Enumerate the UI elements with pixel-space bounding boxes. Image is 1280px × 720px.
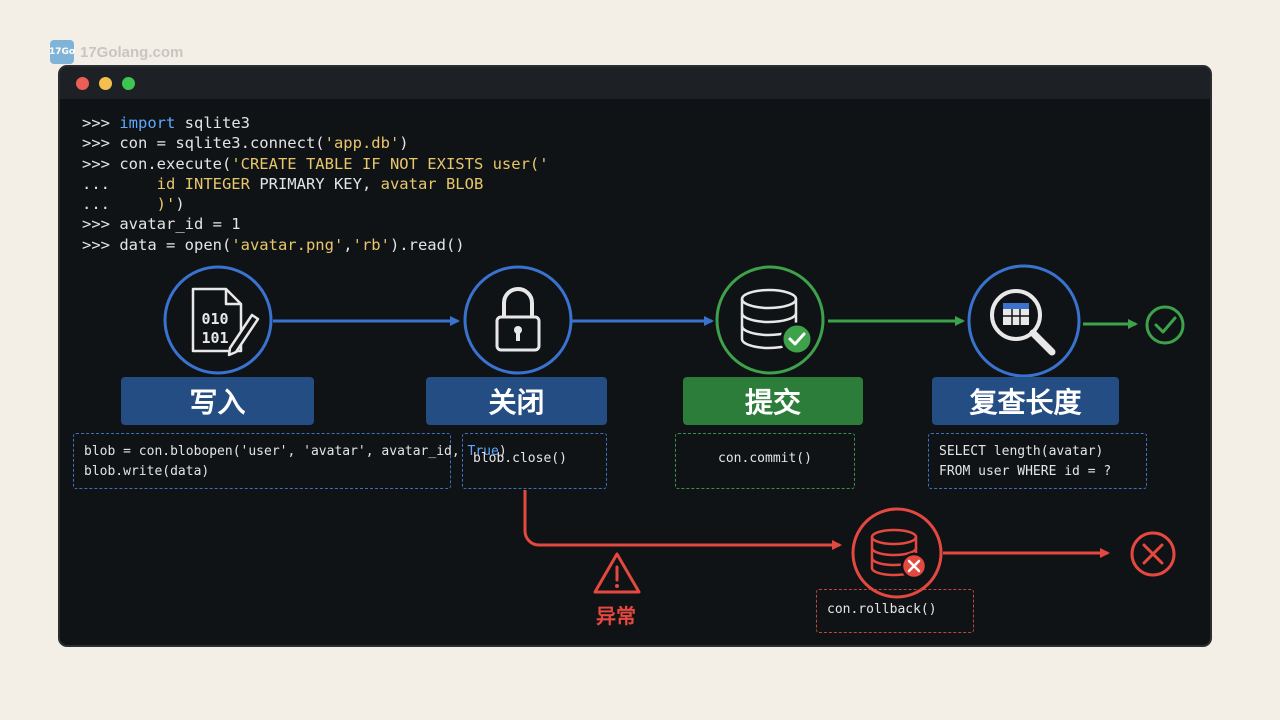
x-circle-icon	[1130, 531, 1176, 577]
lock-icon	[463, 265, 573, 375]
warning-icon	[593, 552, 641, 594]
rollback-code-snippet: con.rollback()	[816, 589, 974, 633]
console-line: >>> avatar_id = 1	[82, 215, 241, 234]
site-watermark: 17Go 17Golang.com	[49, 40, 184, 64]
code-line: blob = con.blobopen('user', 'avatar', av…	[84, 444, 507, 459]
step-label-write: 写入	[121, 377, 314, 425]
site-logo: 17Go	[49, 40, 75, 64]
console-line: >>> data = open('avatar.png','rb').read(…	[82, 235, 465, 254]
database-check-icon	[715, 265, 825, 375]
code-line: blob.write(data)	[84, 464, 210, 479]
code-line: FROM user WHERE id = ?	[939, 464, 1112, 479]
console-line: >>> con.execute('CREATE TABLE IF NOT EXI…	[82, 154, 549, 173]
step-label-close: 关闭	[426, 377, 607, 425]
console-line: ... id INTEGER PRIMARY KEY, avatar BLOB	[82, 174, 484, 193]
console-line: >>> import sqlite3	[82, 114, 250, 132]
svg-text:010: 010	[201, 310, 228, 328]
flow-diagram: 010 101	[163, 264, 1185, 599]
terminal-window: >>> import sqlite3 >>> con = sqlite3.conn…	[58, 65, 1212, 647]
exception-label: 异常	[596, 604, 636, 628]
minimize-window-button[interactable]	[99, 77, 112, 90]
maximize-window-button[interactable]	[122, 77, 135, 90]
code-line: blob.close()	[473, 451, 567, 466]
database-x-icon	[851, 507, 943, 599]
console-line: >>> con = sqlite3.connect('app.db')	[82, 134, 409, 153]
commit-code-snippet: con.commit()	[675, 433, 855, 489]
binary-file-icon: 010 101	[163, 265, 273, 375]
verify-code-snippet: SELECT length(avatar) FROM user WHERE id …	[928, 433, 1147, 489]
code-line: con.commit()	[718, 451, 812, 466]
console-line: ... )')	[82, 195, 185, 214]
close-code-snippet: blob.close()	[462, 433, 607, 489]
close-window-button[interactable]	[76, 77, 89, 90]
code-line: SELECT length(avatar)	[939, 444, 1104, 459]
exception-arrow	[523, 490, 842, 550]
step-label-commit: 提交	[683, 377, 863, 425]
check-circle-icon	[1145, 305, 1185, 345]
table-search-icon	[967, 264, 1081, 378]
python-console: >>> import sqlite3 >>> con = sqlite3.conn…	[82, 113, 549, 255]
write-code-snippet: blob = con.blobopen('user', 'avatar', av…	[73, 433, 507, 489]
site-brand-text: 17Golang.com	[80, 43, 184, 61]
svg-text:101: 101	[201, 329, 228, 347]
step-label-verify-length: 复查长度	[932, 377, 1119, 425]
window-titlebar	[60, 67, 1210, 99]
